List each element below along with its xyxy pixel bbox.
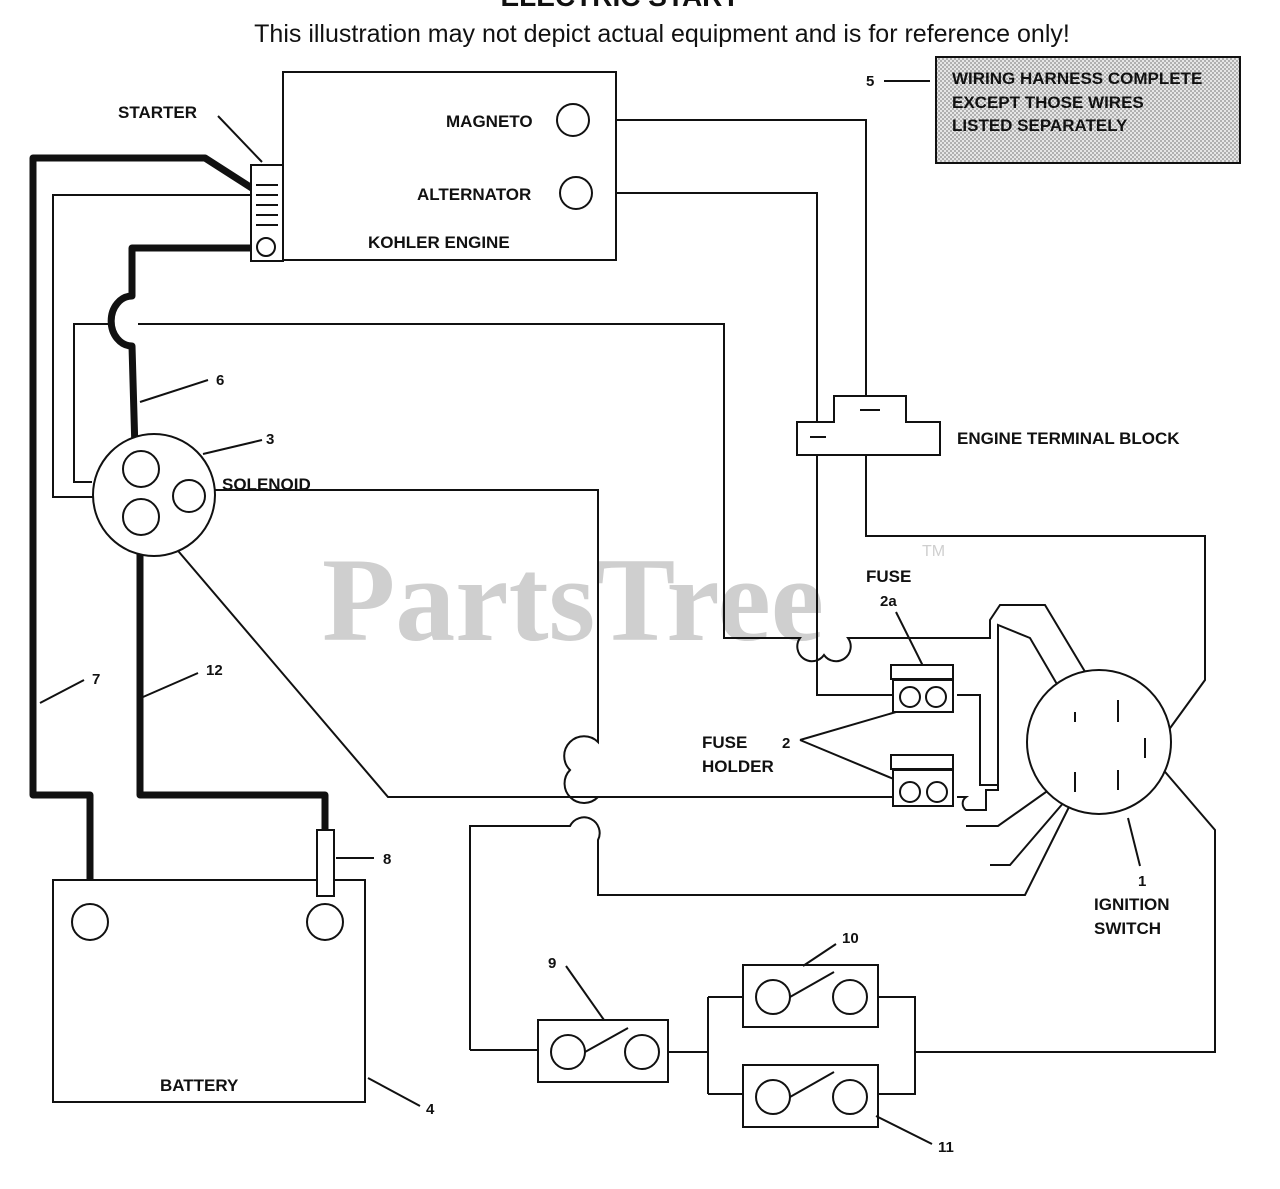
- leader-3: [202, 439, 263, 455]
- engine-terminal-block: [796, 395, 941, 456]
- cable-12: [136, 530, 329, 830]
- fuse-holder-upper: [890, 664, 954, 713]
- leader-9: [565, 965, 605, 1021]
- leader-10: [802, 943, 837, 967]
- watermark-text: PartsTree: [322, 533, 824, 666]
- solenoid-label: SOLENOID: [222, 475, 311, 494]
- callout-7: 7: [92, 671, 100, 688]
- disclaimer-text: This illustration may not depict actual …: [254, 20, 1070, 48]
- fuse-holder-lower: [890, 754, 954, 807]
- leader-4: [367, 1077, 421, 1107]
- ignition-switch-label-2: SWITCH: [1094, 919, 1161, 938]
- leader-11: [875, 1115, 933, 1145]
- ignition-switch: [1026, 669, 1172, 815]
- callout-9: 9: [548, 955, 556, 972]
- wire-fuse-upper: [957, 694, 998, 786]
- battery-label: BATTERY: [160, 1076, 239, 1095]
- solenoid-terminal-top: [122, 450, 160, 488]
- fuse-holder-label-1: FUSE: [702, 733, 747, 752]
- leader-7: [39, 679, 85, 704]
- battery-negative-terminal: [71, 903, 109, 941]
- leader-12: [142, 672, 199, 698]
- note-box: WIRING HARNESS COMPLETE EXCEPT THOSE WIR…: [935, 56, 1241, 164]
- wire-starter-solenoid: [52, 194, 258, 498]
- alternator-label: ALTERNATOR: [417, 185, 531, 204]
- engine-label: KOHLER ENGINE: [368, 233, 510, 252]
- switch-10: [742, 964, 879, 1028]
- callout-12: 12: [206, 662, 223, 679]
- switch-11: [742, 1064, 879, 1128]
- starter-label: STARTER: [118, 103, 197, 122]
- callout-8: 8: [383, 851, 391, 868]
- callout-3: 3: [266, 431, 274, 448]
- engine-block: KOHLER ENGINE MAGNETO ALTERNATOR: [282, 71, 617, 261]
- thin-wires: [52, 119, 1216, 1095]
- wire-solenoid-small: [210, 489, 599, 804]
- cable-7: [29, 154, 260, 905]
- heavy-cables: [29, 154, 329, 905]
- leader-1: [1127, 817, 1141, 867]
- callout-5: 5: [866, 73, 874, 90]
- callout-1: 1: [1138, 873, 1146, 890]
- cable-6: [107, 244, 264, 451]
- fuse-label: FUSE: [866, 567, 911, 586]
- battery: [52, 829, 366, 1103]
- solenoid-terminal-side: [172, 479, 206, 513]
- callout-4: 4: [426, 1101, 435, 1118]
- wire-switch-9: [469, 794, 1076, 1050]
- ignition-switch-label-1: IGNITION: [1094, 895, 1170, 914]
- wire-pair-return: [878, 765, 1216, 1095]
- switch-9: [537, 1019, 669, 1083]
- watermark-trademark: TM: [922, 543, 945, 560]
- wire-9-to-pair: [668, 996, 743, 1095]
- battery-positive-terminal: [306, 903, 344, 941]
- callout-6: 6: [216, 372, 224, 389]
- leader-2a: [895, 611, 925, 669]
- wire-solenoid-diag: [155, 524, 893, 798]
- terminal-block-label: ENGINE TERMINAL BLOCK: [957, 429, 1180, 448]
- fuse-holder-label-2: HOLDER: [702, 757, 774, 776]
- starter: [250, 164, 284, 262]
- magneto-terminal: [556, 103, 590, 137]
- alternator-terminal: [559, 176, 593, 210]
- wire-fuse-lower: [957, 623, 1076, 811]
- callout-10: 10: [842, 930, 859, 947]
- solenoid-terminal-bottom: [122, 498, 160, 536]
- leader-2: [799, 711, 897, 781]
- note-line-3: LISTED SEPARATELY: [952, 116, 1128, 135]
- leader-6: [139, 379, 209, 403]
- starter-post: [256, 237, 276, 257]
- solenoid: [92, 433, 216, 557]
- note-line-1: WIRING HARNESS COMPLETE: [952, 69, 1202, 88]
- callout-11: 11: [938, 1139, 954, 1156]
- note-line-2: EXCEPT THOSE WIRES: [952, 93, 1144, 112]
- wire-solenoid-harness: [73, 323, 1091, 681]
- diagram-title: ELECTRIC START: [500, 0, 739, 12]
- terminal-cover-8: [316, 829, 335, 897]
- wire-magneto: [591, 119, 1206, 743]
- callout-2: 2: [782, 735, 790, 752]
- callout-2a: 2a: [880, 593, 897, 610]
- magneto-label: MAGNETO: [446, 112, 533, 131]
- leader-starter: [217, 115, 263, 163]
